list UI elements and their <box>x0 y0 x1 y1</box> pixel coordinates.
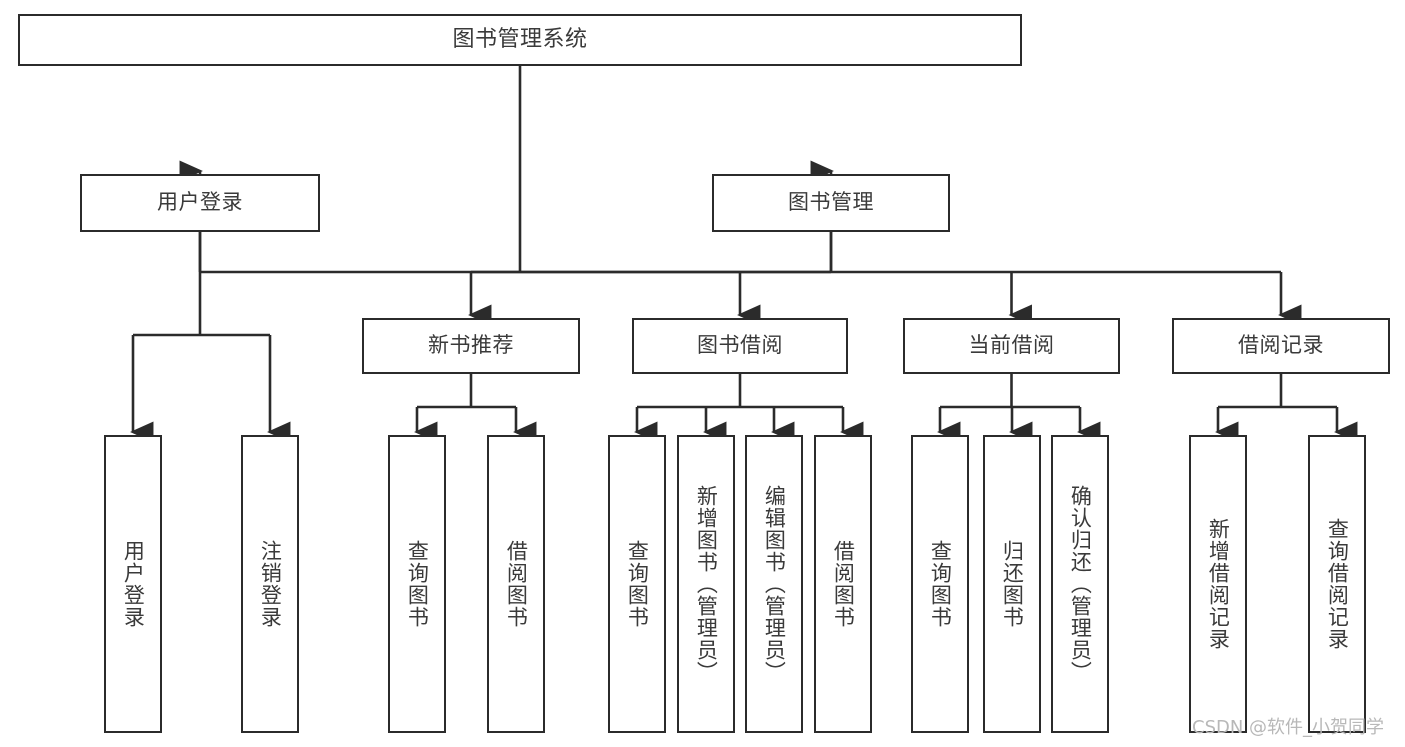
node-new-book-recommend[interactable]: 新书推荐 <box>362 318 580 374</box>
node-book-management[interactable]: 图书管理 <box>712 174 950 232</box>
node-leaf-user-logout[interactable]: 注销登录 <box>241 435 299 733</box>
node-leaf-confirm-return[interactable]: 确认归还（管理员） <box>1051 435 1109 733</box>
node-label: 借阅记录 <box>1238 333 1324 358</box>
node-leaf-add-book[interactable]: 新增图书（管理员） <box>677 435 735 733</box>
node-label: 查询图书 <box>625 540 650 628</box>
node-label: 新增借阅记录 <box>1206 518 1231 650</box>
node-book-borrow[interactable]: 图书借阅 <box>632 318 848 374</box>
node-leaf-borrow-book-2[interactable]: 借阅图书 <box>814 435 872 733</box>
node-label: 查询借阅记录 <box>1325 518 1350 650</box>
node-label: 查询图书 <box>928 540 953 628</box>
node-leaf-query-borrow-record[interactable]: 查询借阅记录 <box>1308 435 1366 733</box>
node-label: 图书借阅 <box>697 333 783 358</box>
node-label: 借阅图书 <box>504 540 529 628</box>
node-label: 归还图书 <box>1000 540 1025 628</box>
node-label: 图书管理系统 <box>452 26 588 52</box>
node-label: 注销登录 <box>258 540 283 628</box>
node-borrow-record[interactable]: 借阅记录 <box>1172 318 1390 374</box>
node-label: 新书推荐 <box>428 333 514 358</box>
node-label: 查询图书 <box>405 540 430 628</box>
node-leaf-add-borrow-record[interactable]: 新增借阅记录 <box>1189 435 1247 733</box>
node-leaf-query-book-1[interactable]: 查询图书 <box>388 435 446 733</box>
node-label: 用户登录 <box>121 540 146 628</box>
node-leaf-return-book[interactable]: 归还图书 <box>983 435 1041 733</box>
node-user-login[interactable]: 用户登录 <box>80 174 320 232</box>
node-leaf-query-book-3[interactable]: 查询图书 <box>911 435 969 733</box>
node-leaf-query-book-2[interactable]: 查询图书 <box>608 435 666 733</box>
node-leaf-user-login[interactable]: 用户登录 <box>104 435 162 733</box>
node-label: 借阅图书 <box>831 540 856 628</box>
node-root-system[interactable]: 图书管理系统 <box>18 14 1022 66</box>
node-current-borrow[interactable]: 当前借阅 <box>903 318 1120 374</box>
node-label: 确认归还（管理员） <box>1068 485 1093 683</box>
node-label: 当前借阅 <box>968 333 1055 358</box>
node-leaf-borrow-book-1[interactable]: 借阅图书 <box>487 435 545 733</box>
node-label: 编辑图书（管理员） <box>762 485 787 683</box>
watermark-text: CSDN @软件_小贺同学 <box>1192 717 1385 738</box>
node-label: 新增图书（管理员） <box>694 485 719 683</box>
node-label: 用户登录 <box>157 190 243 215</box>
node-label: 图书管理 <box>788 190 874 215</box>
node-leaf-edit-book[interactable]: 编辑图书（管理员） <box>745 435 803 733</box>
